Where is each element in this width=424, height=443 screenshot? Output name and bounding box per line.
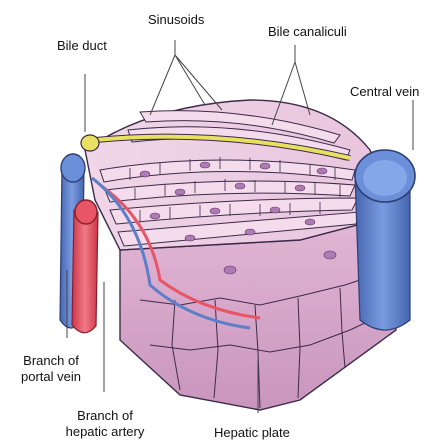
label-hepatic-plate: Hepatic plate xyxy=(214,425,290,441)
label-branch-hepatic-artery-line2: hepatic artery xyxy=(52,424,158,440)
label-sinusoids: Sinusoids xyxy=(148,12,204,28)
label-branch-hepatic-artery: Branch of hepatic artery xyxy=(52,408,158,440)
label-central-vein: Central vein xyxy=(350,84,424,100)
label-branch-portal-vein: Branch of portal vein xyxy=(6,353,96,385)
label-bile-duct: Bile duct xyxy=(57,38,107,54)
portal-vein-opening xyxy=(61,154,85,182)
bile-duct-opening xyxy=(81,135,99,151)
hepatic-artery-vessel xyxy=(72,210,98,333)
label-branch-hepatic-artery-line1: Branch of xyxy=(52,408,158,424)
label-branch-portal-vein-line1: Branch of xyxy=(6,353,96,369)
central-vein-lumen xyxy=(363,160,407,196)
label-branch-portal-vein-line2: portal vein xyxy=(6,369,96,385)
hepatic-artery-opening xyxy=(75,200,97,224)
label-bile-canaliculi: Bile canaliculi xyxy=(268,24,347,40)
